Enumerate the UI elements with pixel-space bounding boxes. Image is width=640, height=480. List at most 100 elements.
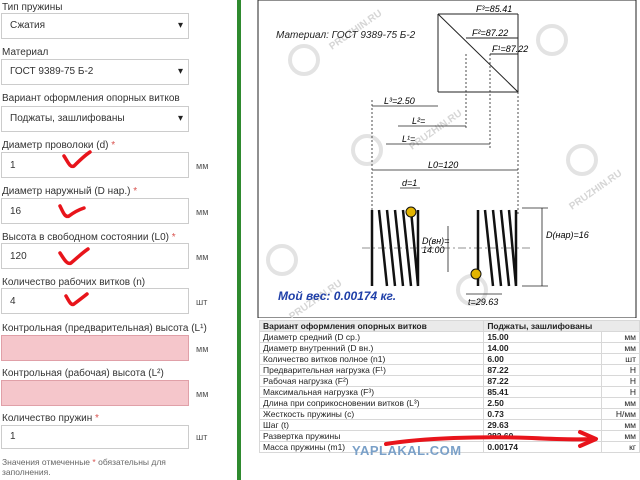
results-table: Вариант оформления опорных витков Поджат… bbox=[258, 320, 640, 453]
material-select[interactable]: ГОСТ 9389-75 Б-2 bbox=[1, 59, 189, 85]
cell-value: 0.73 bbox=[483, 408, 603, 420]
l1-label: L¹= bbox=[402, 134, 415, 144]
unit-label: мм bbox=[196, 344, 209, 354]
f1-label: F¹=87.22 bbox=[492, 44, 528, 54]
unit-label: мм bbox=[196, 252, 209, 262]
working-turns-label: Количество рабочих витков (n) bbox=[2, 277, 146, 288]
wire-diameter-label: d=1 bbox=[402, 178, 417, 188]
material-caption: Материал: ГОСТ 9389-75 Б-2 bbox=[276, 30, 416, 41]
panel-divider bbox=[226, 0, 250, 480]
spring-type-label: Тип пружины bbox=[2, 2, 63, 13]
red-checkmark bbox=[62, 150, 92, 169]
cell-unit: Н/мм bbox=[601, 408, 640, 420]
l0-label: L0=120 bbox=[428, 160, 458, 170]
dimension-lines bbox=[371, 54, 548, 295]
variant-select[interactable]: Поджаты, зашлифованы bbox=[1, 106, 189, 132]
table-header-row: Вариант оформления опорных витков Поджат… bbox=[258, 320, 640, 332]
table-row: Длина при соприкосновении витков (L³)2.5… bbox=[258, 397, 640, 409]
cell-unit: Н bbox=[601, 375, 640, 387]
working-turns-input[interactable] bbox=[1, 288, 189, 314]
unit-label: мм bbox=[196, 161, 209, 171]
wire-section bbox=[470, 268, 482, 280]
cell-desc: Диаметр средний (D ср.) bbox=[258, 331, 485, 343]
drawing-frame bbox=[257, 0, 637, 318]
f2-label: F²=87.22 bbox=[472, 28, 508, 38]
weight-caption: Мой вес: 0.00174 кг. bbox=[278, 289, 396, 303]
control-pre-height-input[interactable] bbox=[1, 335, 189, 361]
cell-value: 6.00 bbox=[483, 353, 603, 365]
variant-label: Вариант оформления опорных витков bbox=[2, 93, 180, 104]
wire-diameter-input[interactable] bbox=[1, 152, 189, 178]
cell-value: 2.50 bbox=[483, 397, 603, 409]
free-height-input[interactable] bbox=[1, 243, 189, 269]
cell-unit: мм bbox=[601, 397, 640, 409]
cell-unit: кг bbox=[601, 441, 640, 453]
d-inner-label: D(вн)= bbox=[422, 236, 449, 246]
cell-desc: Предварительная нагрузка (F¹) bbox=[258, 364, 485, 376]
unit-label: мм bbox=[196, 389, 209, 399]
wire-diameter-label: Диаметр проволоки (d) * bbox=[2, 140, 116, 151]
f3-label: F³=85.41 bbox=[476, 4, 512, 14]
cell-unit: мм bbox=[601, 331, 640, 343]
cell-value: 87.22 bbox=[483, 375, 603, 387]
l3-label: L³=2.50 bbox=[384, 96, 415, 106]
outer-diameter-input[interactable] bbox=[1, 198, 189, 224]
watermark-marks bbox=[266, 24, 598, 306]
header-desc: Вариант оформления опорных витков bbox=[258, 320, 485, 332]
cell-value: 85.41 bbox=[483, 386, 603, 398]
cell-unit: мм bbox=[601, 430, 640, 442]
unit-label: шт bbox=[196, 297, 208, 307]
l2-label: L²= bbox=[412, 116, 425, 126]
cell-unit: мм bbox=[601, 342, 640, 354]
cell-unit: шт bbox=[601, 353, 640, 365]
control-work-height-label: Контрольная (рабочая) высота (L²) bbox=[2, 368, 164, 379]
cell-desc: Масса пружины (m1) bbox=[258, 441, 485, 453]
d-inner-value: 14.00 bbox=[422, 245, 445, 255]
cell-desc: Количество витков полное (n1) bbox=[258, 353, 485, 365]
d-outer-label: D(нар)=16 bbox=[546, 230, 589, 240]
spring-count-label: Количество пружин * bbox=[2, 413, 99, 424]
cell-desc: Максимальная нагрузка (F³) bbox=[258, 386, 485, 398]
cell-unit: Н bbox=[601, 364, 640, 376]
outer-diameter-label: Диаметр наружный (D нар.) * bbox=[2, 186, 138, 197]
spring-type-select[interactable]: Сжатия bbox=[1, 13, 189, 39]
wire-section bbox=[405, 206, 417, 218]
cell-desc: Длина при соприкосновении витков (L³) bbox=[258, 397, 485, 409]
cell-value: 87.22 bbox=[483, 364, 603, 376]
unit-label: шт bbox=[196, 432, 208, 442]
pitch-label: t=29.63 bbox=[468, 297, 498, 307]
red-checkmark bbox=[64, 292, 89, 307]
cell-value: 0.00174 bbox=[483, 441, 603, 453]
free-height-label: Высота в свободном состоянии (L0) * bbox=[2, 232, 176, 243]
cell-desc: Рабочая нагрузка (F²) bbox=[258, 375, 485, 387]
red-arrow-annotation bbox=[384, 430, 598, 448]
unit-label: мм bbox=[196, 207, 209, 217]
green-bar bbox=[237, 0, 241, 480]
cell-value: 14.00 bbox=[483, 342, 603, 354]
spring-calc-form: Тип пружины Сжатия Материал ГОСТ 9389-75… bbox=[0, 0, 226, 480]
cell-unit: мм bbox=[601, 419, 640, 431]
result-panel: PRUZHIN.RU PRUZHIN.RU PRUZHIN.RU PRUZHIN… bbox=[252, 0, 640, 480]
cell-value: 15.00 bbox=[483, 331, 603, 343]
watermark-text: PRUZHIN.RU bbox=[407, 108, 464, 152]
required-note: Значения отмеченные * обязательны для за… bbox=[2, 457, 166, 477]
material-label: Материал bbox=[2, 47, 49, 58]
site-watermark: YAPLAKAL.COM bbox=[352, 443, 462, 458]
red-checkmark bbox=[58, 247, 90, 266]
control-pre-height-label: Контрольная (предварительная) высота (L¹… bbox=[2, 323, 207, 334]
spring-count-input[interactable] bbox=[1, 425, 189, 449]
red-checkmark bbox=[58, 204, 86, 219]
force-diagram bbox=[437, 13, 519, 93]
header-value: Поджаты, зашлифованы bbox=[483, 320, 640, 332]
spring-drawing: PRUZHIN.RU PRUZHIN.RU PRUZHIN.RU PRUZHIN… bbox=[257, 0, 637, 318]
control-work-height-input[interactable] bbox=[1, 380, 189, 406]
